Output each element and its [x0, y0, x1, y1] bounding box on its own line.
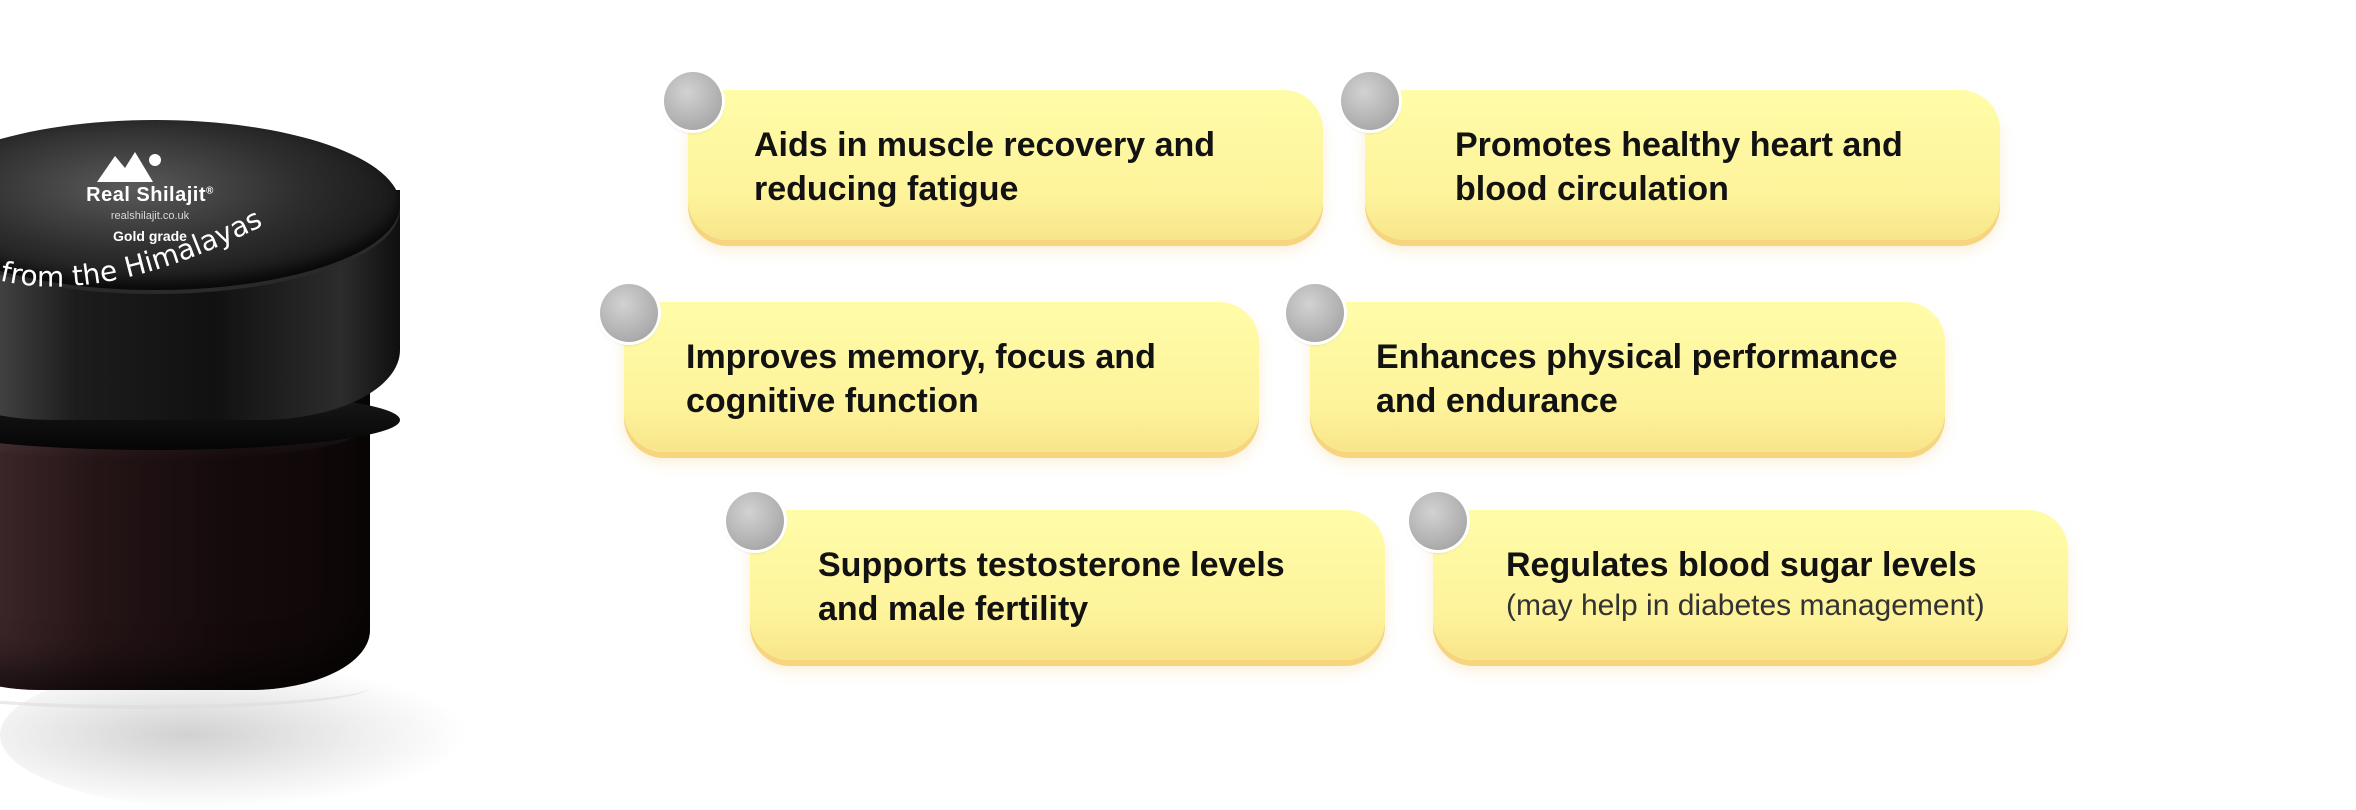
- benefit-card-testosterone: Supports testosterone levels and male fe…: [726, 492, 1385, 660]
- benefit-text: Promotes healthy heart and blood circula…: [1455, 123, 1903, 211]
- bullet-dot-icon: [1409, 492, 1467, 550]
- benefit-line-1: Promotes healthy heart and: [1455, 126, 1903, 164]
- benefit-card-memory-focus: Improves memory, focus and cognitive fun…: [600, 284, 1259, 452]
- bullet-dot-icon: [1341, 72, 1399, 130]
- mountain-logo-icon: [97, 152, 161, 182]
- jar-rim: [0, 665, 370, 709]
- benefit-line-2: cognitive function: [686, 382, 979, 420]
- registered-mark: ®: [206, 185, 214, 197]
- benefit-note: (may help in diabetes management): [1506, 589, 1985, 622]
- jar-lid-top: [0, 120, 400, 290]
- benefit-line-1: Improves memory, focus and: [686, 338, 1156, 376]
- jar-tagline: 's Gift from the Himalayas: [0, 202, 267, 294]
- jar-website: realshilajit.co.uk: [110, 210, 190, 222]
- jar-grade: Gold grade: [113, 228, 187, 244]
- bullet-dot-icon: [600, 284, 658, 342]
- benefit-line-1: Regulates blood sugar levels: [1506, 546, 1977, 584]
- benefit-text: Supports testosterone levels and male fe…: [818, 543, 1285, 631]
- benefit-line-2: blood circulation: [1455, 170, 1729, 208]
- benefit-text: Regulates blood sugar levels (may help i…: [1506, 543, 1985, 625]
- benefit-card-blood-sugar: Regulates blood sugar levels (may help i…: [1409, 492, 2068, 660]
- benefit-line-2: and endurance: [1376, 382, 1618, 420]
- benefit-text: Improves memory, focus and cognitive fun…: [686, 335, 1156, 423]
- bullet-dot-icon: [726, 492, 784, 550]
- product-jar-image: Real Shilajit® realshilajit.co.uk Gold g…: [0, 100, 470, 810]
- benefit-line-1: Supports testosterone levels: [818, 546, 1285, 584]
- jar-brand-label: Real Shilajit®: [30, 184, 270, 207]
- bullet-dot-icon: [1286, 284, 1344, 342]
- jar-tagline-arc: 's Gift from the Himalayas: [0, 202, 267, 294]
- benefit-card-physical-performance: Enhances physical performance and endura…: [1286, 284, 1945, 452]
- benefit-text: Aids in muscle recovery and reducing fat…: [754, 123, 1215, 211]
- benefit-line-1: Aids in muscle recovery and: [754, 126, 1216, 164]
- bullet-dot-icon: [664, 72, 722, 130]
- benefit-text: Enhances physical performance and endura…: [1376, 335, 1898, 423]
- benefit-line-1: Enhances physical performance: [1376, 338, 1898, 376]
- benefit-card-muscle-recovery: Aids in muscle recovery and reducing fat…: [664, 72, 1323, 240]
- benefit-line-2: and male fertility: [818, 590, 1089, 628]
- jar-brand-name: Real Shilajit: [86, 184, 206, 206]
- benefit-card-heart-health: Promotes healthy heart and blood circula…: [1341, 72, 2000, 240]
- benefit-line-2: reducing fatigue: [754, 170, 1019, 208]
- jar-tagline-text: 's Gift from the Himalayas: [0, 202, 267, 294]
